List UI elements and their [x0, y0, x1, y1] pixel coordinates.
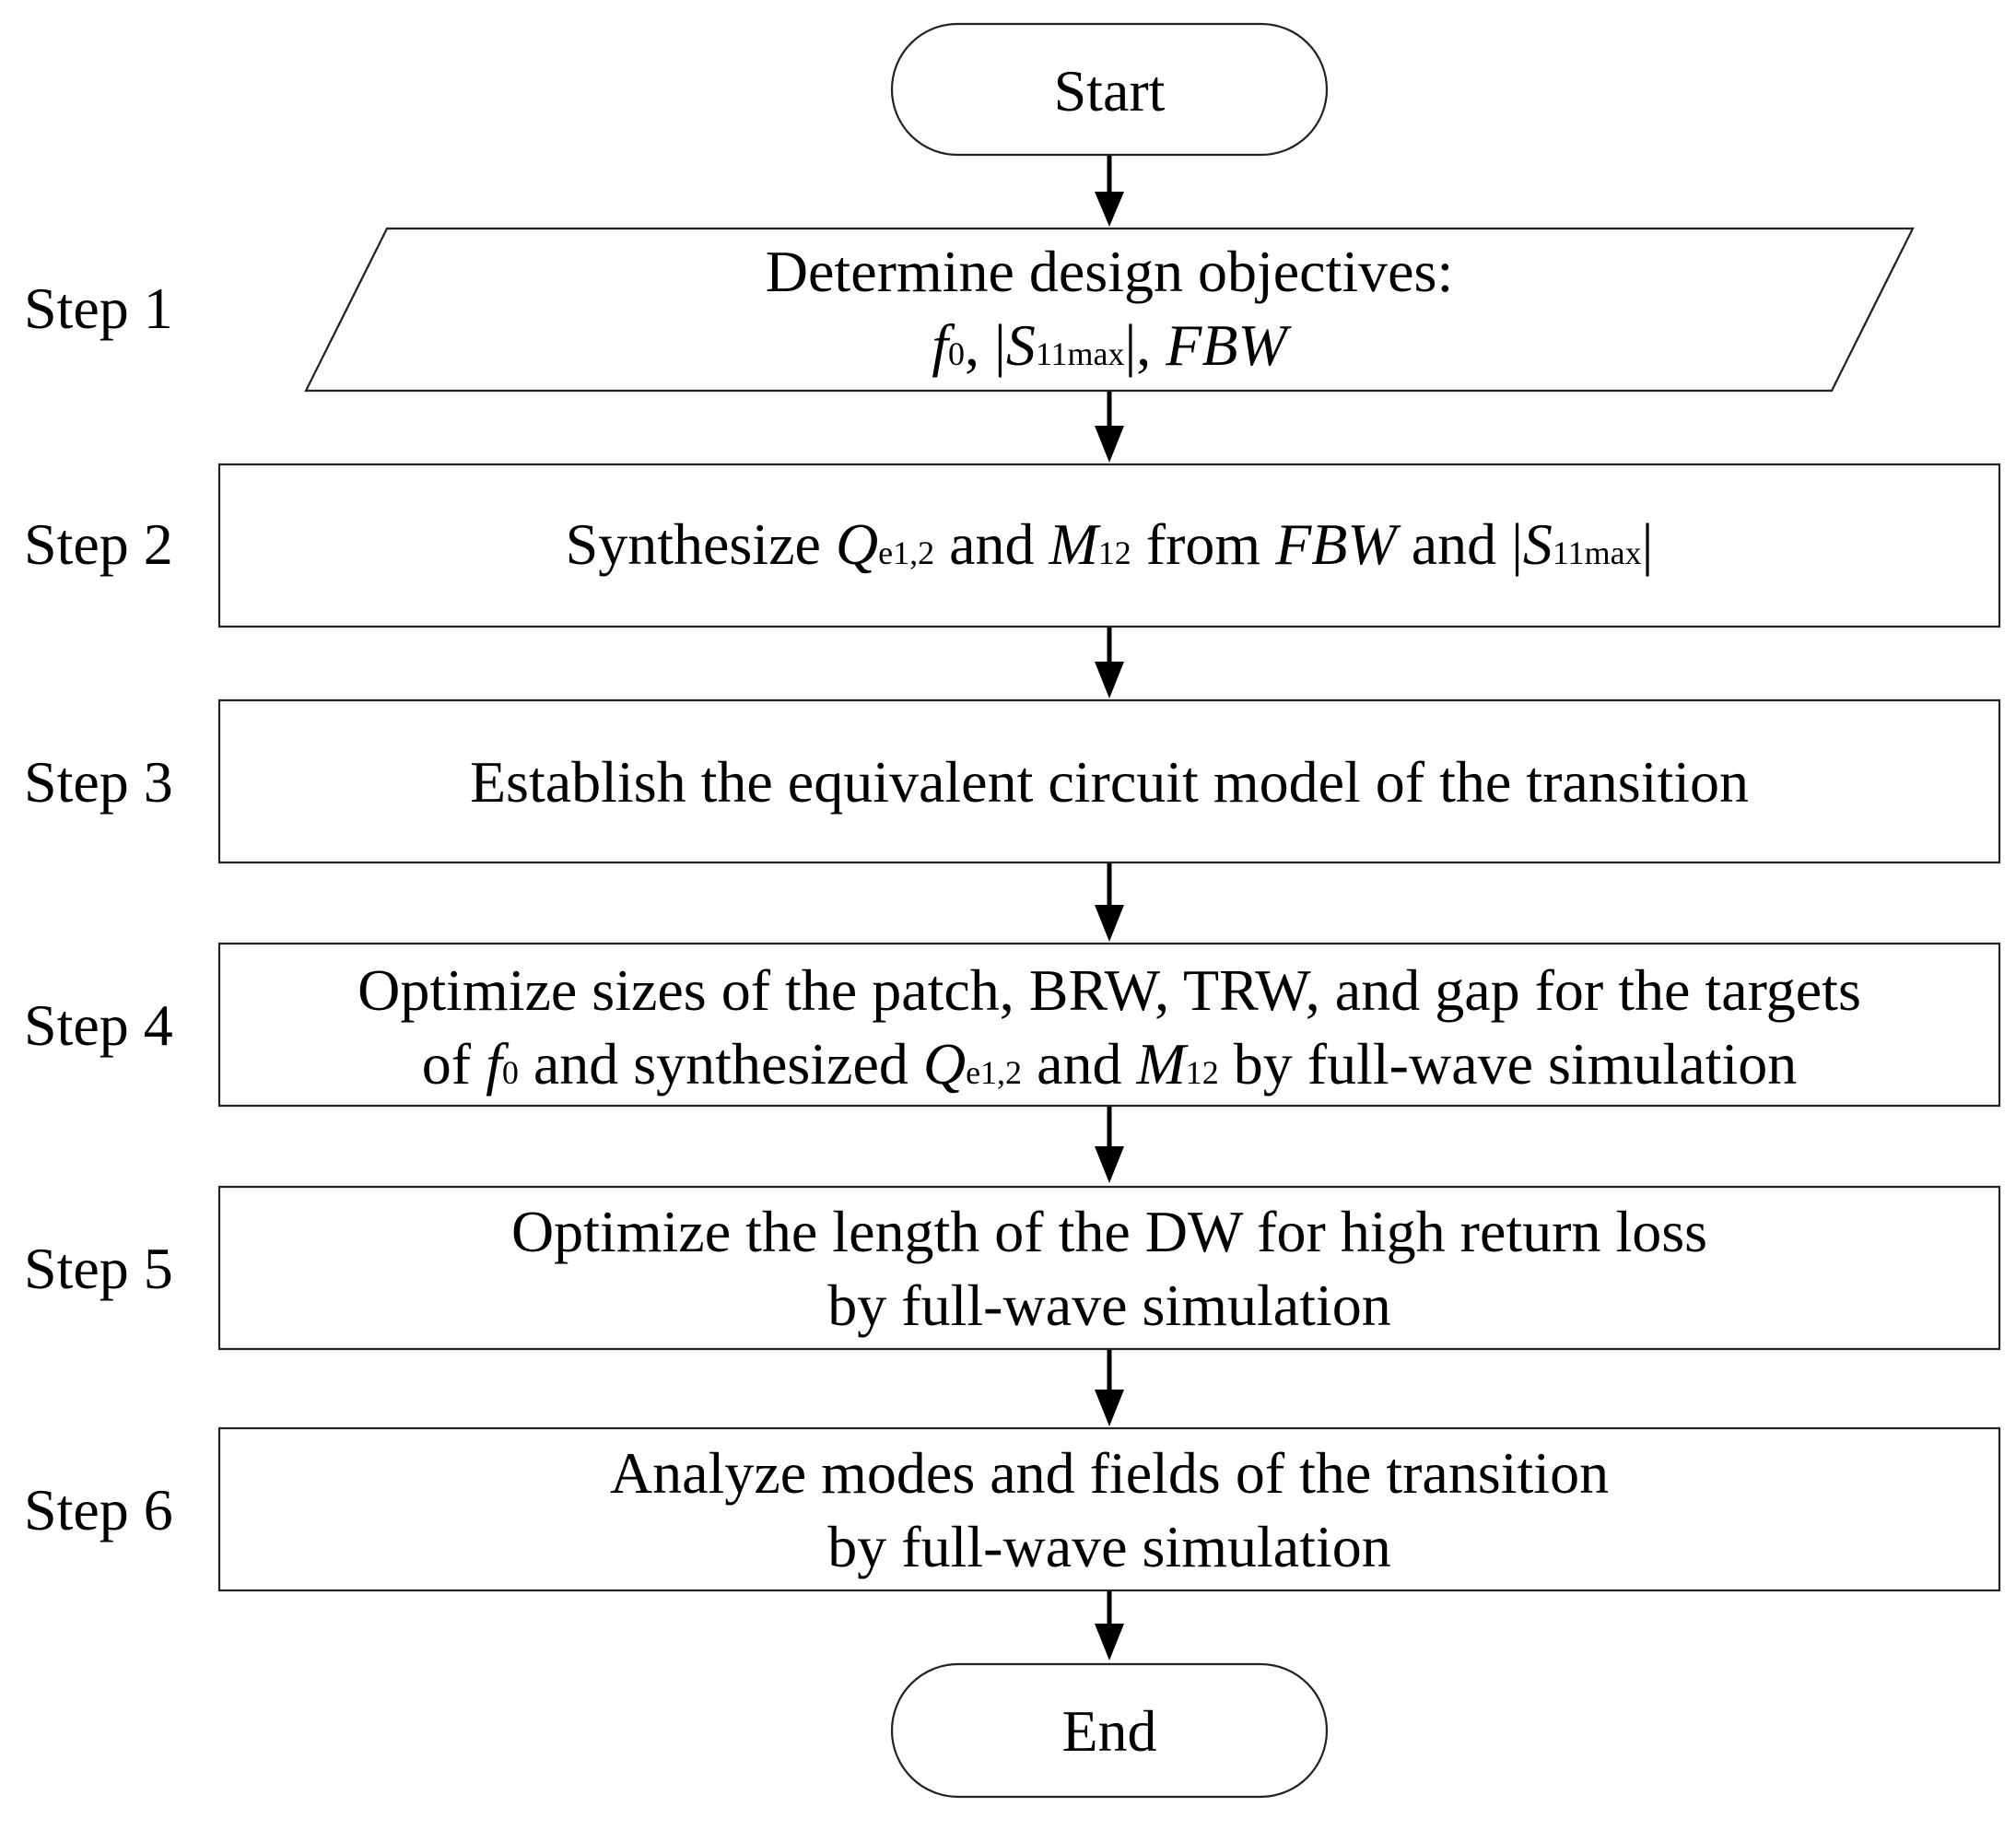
step3-node: Establish the equivalent circuit model o… — [217, 698, 2001, 864]
step2-node: Synthesize Qe1,2 and M12 from FBW and |S… — [217, 463, 2001, 628]
step-label-2: Step 2 — [24, 511, 173, 577]
arrow-step6-to-end — [1095, 1590, 1124, 1660]
step1-line2: f0, |S11max|, FBW — [932, 312, 1292, 378]
arrow-start-to-step1 — [1095, 155, 1124, 227]
step4-line2: of f0 and synthesized Qe1,2 and M12 by f… — [422, 1031, 1797, 1097]
step-label-6: Step 6 — [24, 1477, 173, 1543]
step1-node: Determine design objectives: f0, |S11max… — [304, 227, 1915, 393]
step3-text: Establish the equivalent circuit model o… — [470, 749, 1749, 815]
step5-line1: Optimize the length of the DW for high r… — [511, 1199, 1707, 1264]
end-label: End — [1061, 1698, 1156, 1764]
connectors — [1095, 155, 1124, 1660]
step-label-1: Step 1 — [24, 276, 173, 341]
step-labels: Step 1 Step 2 Step 3 Step 4 Step 5 Step … — [24, 276, 173, 1543]
arrow-step5-to-step6 — [1095, 1349, 1124, 1426]
arrow-step4-to-step5 — [1095, 1106, 1124, 1183]
step-label-5: Step 5 — [24, 1236, 173, 1301]
arrow-step2-to-step3 — [1095, 627, 1124, 698]
step6-line1: Analyze modes and fields of the transiti… — [610, 1440, 1609, 1506]
start-node: Start — [890, 22, 1329, 157]
step1-line1: Determine design objectives: — [766, 239, 1453, 304]
step-label-3: Step 3 — [24, 749, 173, 815]
start-label: Start — [1054, 58, 1166, 123]
step-label-4: Step 4 — [24, 992, 173, 1058]
step6-node: Analyze modes and fields of the transiti… — [217, 1426, 2001, 1592]
step5-node: Optimize the length of the DW for high r… — [217, 1185, 2001, 1351]
end-node: End — [890, 1662, 1329, 1799]
arrow-step3-to-step4 — [1095, 862, 1124, 942]
step5-line2: by full-wave simulation — [827, 1273, 1390, 1338]
arrow-step1-to-step2 — [1095, 391, 1124, 463]
step4-line1: Optimize sizes of the patch, BRW, TRW, a… — [357, 957, 1861, 1023]
step2-text: Synthesize Qe1,2 and M12 from FBW and |S… — [566, 511, 1654, 577]
step6-line2: by full-wave simulation — [827, 1514, 1390, 1579]
step4-node: Optimize sizes of the patch, BRW, TRW, a… — [217, 942, 2001, 1108]
